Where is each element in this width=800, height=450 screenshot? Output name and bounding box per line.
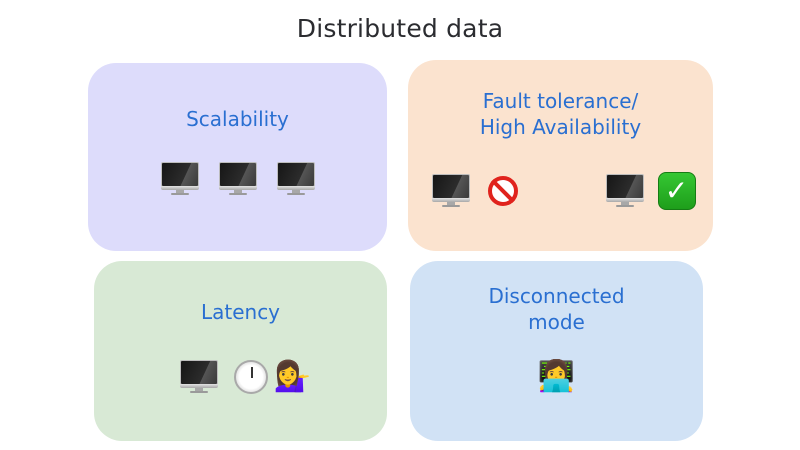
prohibited-icon — [487, 176, 518, 206]
latency-card: Latency 💁‍♀️ — [94, 261, 387, 441]
desktop-computer-icon — [431, 173, 471, 209]
desktop-computer-icon — [218, 161, 258, 197]
card-label: Latency — [201, 299, 280, 325]
card-label: Scalability — [186, 106, 289, 132]
card-label-line: Scalability — [186, 107, 289, 131]
desktop-computer-icon — [276, 161, 316, 197]
scalability-card: Scalability — [88, 63, 387, 251]
clock-icon — [233, 360, 268, 394]
desktop-computer-icon — [605, 173, 645, 209]
page-title: Distributed data — [296, 14, 504, 43]
desktop-computer-icon — [160, 161, 200, 197]
card-label-line: Disconnected — [488, 284, 625, 308]
card-label-line: Fault tolerance/ — [482, 89, 639, 113]
disconnected-mode-card: Disconnected mode 👩‍💻 — [410, 261, 703, 441]
check-mark-button-icon: ✓ — [657, 172, 696, 210]
card-label-line: mode — [528, 310, 585, 334]
woman-technologist-icon: 👩‍💻 — [537, 359, 576, 394]
fault-tolerance-card: Fault tolerance/ High Availability ✓ — [408, 60, 713, 251]
woman-tipping-hand-icon: 💁‍♀️ — [273, 359, 312, 394]
card-label: Fault tolerance/ High Availability — [480, 88, 641, 140]
desktop-computer-icon — [179, 359, 219, 395]
card-label-line: Latency — [200, 300, 281, 324]
card-label-line: High Availability — [479, 115, 642, 139]
card-label: Disconnected mode — [488, 283, 624, 335]
